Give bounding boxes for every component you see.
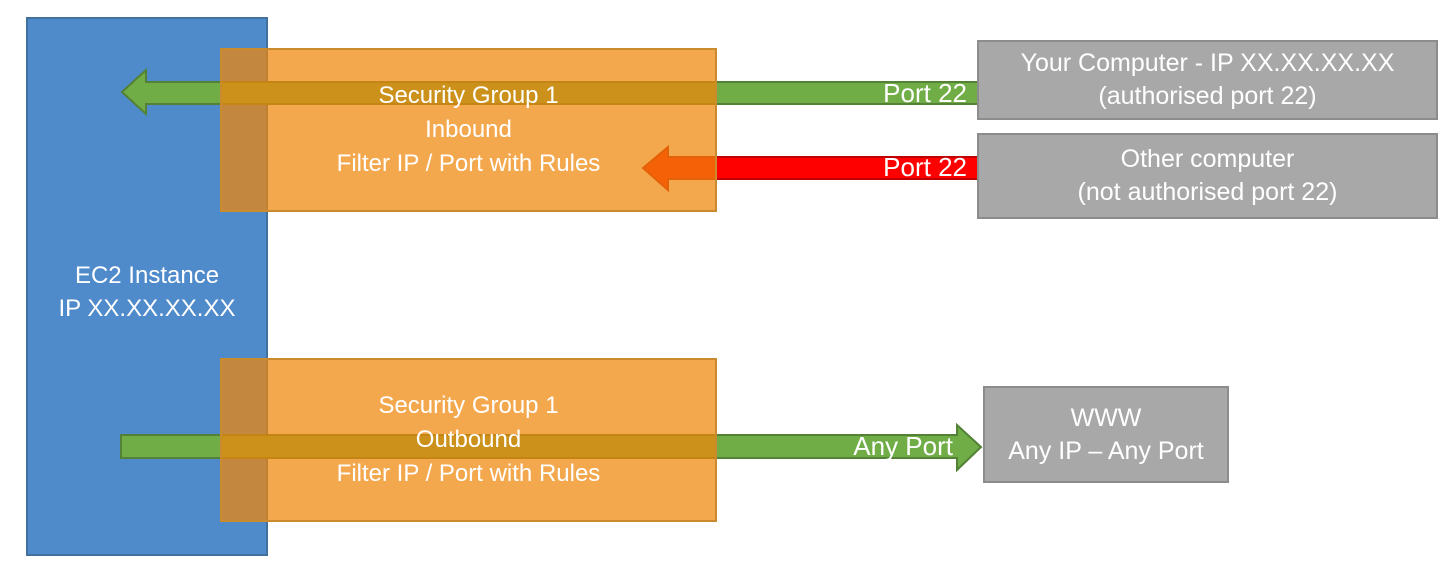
security-group-inbound-title: Security Group 1	[378, 82, 559, 109]
security-group-inbound-direction: Inbound	[425, 116, 512, 143]
security-group-inbound-box: Security Group 1 Inbound Filter IP / Por…	[220, 48, 717, 212]
security-group-outbound-title: Security Group 1	[378, 392, 559, 419]
security-group-outbound-box: Security Group 1 Outbound Filter IP / Po…	[220, 358, 717, 522]
inbound-blocked-port-label: Port 22	[883, 152, 967, 182]
www-subtitle: Any IP – Any Port	[1008, 436, 1204, 465]
your-computer-title: Your Computer - IP XX.XX.XX.XX	[1020, 49, 1395, 77]
other-computer-subtitle: (not authorised port 22)	[1077, 178, 1338, 206]
outbound-port-label: Any Port	[853, 431, 953, 461]
security-group-outbound-direction: Outbound	[415, 426, 522, 453]
your-computer-subtitle: (authorised port 22)	[1098, 82, 1317, 110]
www-title: WWW	[1070, 403, 1142, 432]
your-computer-box: Your Computer - IP XX.XX.XX.XX (authoris…	[977, 40, 1438, 120]
www-box: WWW Any IP – Any Port	[983, 386, 1229, 483]
security-group-inbound-rule: Filter IP / Port with Rules	[336, 150, 601, 177]
ec2-instance-name: EC2 Instance	[74, 261, 220, 289]
other-computer-title: Other computer	[1120, 145, 1295, 173]
security-group-outbound-rule: Filter IP / Port with Rules	[336, 460, 601, 487]
other-computer-box: Other computer (not authorised port 22)	[977, 133, 1438, 219]
ec2-instance-ip: IP XX.XX.XX.XX	[58, 294, 236, 322]
inbound-allowed-port-label: Port 22	[883, 78, 967, 108]
